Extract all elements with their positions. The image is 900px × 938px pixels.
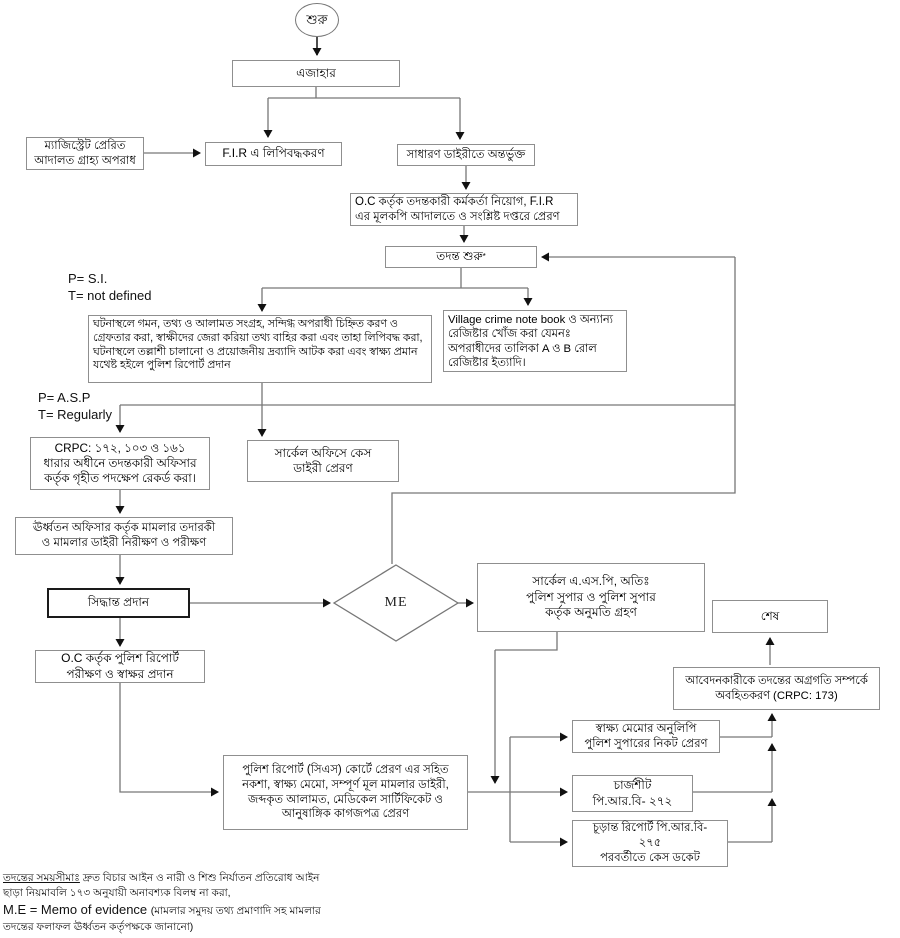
- label-p-si: P= S.I. T= not defined: [68, 271, 152, 303]
- node-ejahar-label: এজাহার: [296, 65, 336, 80]
- node-circle-asp-approval-label: সার্কেল এ.এস.পি, অতিঃ পুলিশ সুপার ও পুলি…: [526, 574, 656, 620]
- node-police-report-court-label: পুলিশ রিপোর্ট (সিএস) কোর্টে প্রেরণ এর সহ…: [242, 764, 449, 821]
- label-p-asp: P= A.S.P T= Regularly: [38, 390, 113, 422]
- footnote-line-1-text: দ্রুত বিচার আইন ও নারী ও শিশু নির্যাতন প…: [79, 872, 320, 884]
- node-oc-assign: O.C কর্তৃক তদন্তকারী কর্মকর্তা নিয়োগ, F…: [350, 193, 578, 226]
- node-end: শেষ: [712, 600, 828, 633]
- node-me-label: ME: [384, 595, 408, 610]
- node-memo-copy-sp: স্বাক্ষ্য মেমোর অনুলিপি পুলিশ সুপারের নি…: [572, 720, 720, 753]
- node-final-report-label: চূড়ান্ত রিপোর্ট পি.আর.বি- ২৭৫ পরবর্তীতে…: [592, 822, 708, 864]
- node-superior-supervision-label: ঊর্ধ্বতন অফিসার কর্তৃক মামলার তদারকী ও ম…: [32, 522, 216, 549]
- node-fir-entry: F.I.R এ লিপিবদ্ধকরণ: [205, 142, 342, 166]
- node-police-report-court: পুলিশ রিপোর্ট (সিএস) কোর্টে প্রেরণ এর সহ…: [223, 755, 468, 830]
- node-general-diary: সাধারণ ডাইরীতে অন্তর্ভুক্ত: [397, 144, 535, 166]
- node-decision-label: সিদ্ধান্ত প্রদান: [87, 595, 150, 610]
- node-ejahar: এজাহার: [232, 60, 400, 87]
- node-village-crime-book: Village crime note book ও অন্যান্য রেজিষ…: [443, 310, 627, 372]
- node-final-report: চূড়ান্ত রিপোর্ট পি.আর.বি- ২৭৫ পরবর্তীতে…: [572, 820, 728, 867]
- me-definition: M.E = Memo of evidence: [3, 902, 151, 918]
- node-memo-copy-sp-label: স্বাক্ষ্য মেমোর অনুলিপি পুলিশ সুপারের নি…: [584, 722, 708, 750]
- footnote-marker: *: [482, 251, 486, 261]
- node-chargesheet: চার্জশীট পি.আর.বি- ২৭২: [572, 775, 693, 812]
- node-village-crime-book-label: Village crime note book ও অন্যান্য রেজিষ…: [448, 314, 613, 370]
- node-inform-complainant-label: আবেদনকারীকে তদন্তের অগ্রগতি সম্পর্কে অবহ…: [685, 675, 868, 702]
- node-oc-police-report: O.C কর্তৃক পুলিশ রিপোর্ট পরীক্ষণ ও স্বাক…: [35, 650, 205, 683]
- node-crpc-record: CRPC: ১৭২, ১০৩ ও ১৬১ ধারার অধীনে তদন্তকা…: [30, 437, 210, 490]
- node-inform-complainant: আবেদনকারীকে তদন্তের অগ্রগতি সম্পর্কে অবহ…: [673, 667, 880, 710]
- node-investigation-start: তদন্ত শুরু*: [385, 246, 537, 268]
- node-investigation-actions: ঘটনাস্থলে গমন, তথ্য ও আলামত সংগ্রহ, সন্দ…: [88, 315, 432, 383]
- footnote-line-4: তদন্তের ফলাফল ঊর্ধ্বতন কর্তৃপক্ষকে জানান…: [3, 921, 194, 934]
- node-oc-assign-label: O.C কর্তৃক তদন্তকারী কর্মকর্তা নিয়োগ, F…: [355, 195, 560, 223]
- node-circle-office-cd: সার্কেল অফিসে কেস ডাইরী প্রেরণ: [247, 440, 399, 482]
- node-start-label: শুরু: [306, 11, 328, 27]
- node-investigation-actions-label: ঘটনাস্থলে গমন, তথ্য ও আলামত সংগ্রহ, সন্দ…: [93, 318, 423, 372]
- node-end-label: শেষ: [760, 608, 780, 623]
- node-start: শুরু: [295, 3, 339, 37]
- footnote-term: তদন্তের সময়সীমাঃ: [3, 872, 80, 884]
- footnotes: তদন্তের সময়সীমাঃ দ্রুত বিচার আইন ও নারী…: [3, 871, 463, 936]
- footnote-line-3-text: (মামলার সমুদয় তথ্য প্রমাণাদি সহ মামলার: [150, 905, 321, 918]
- node-gd-label: সাধারণ ডাইরীতে অন্তর্ভুক্ত: [406, 148, 526, 161]
- node-crpc-record-label: CRPC: ১৭২, ১০৩ ও ১৬১ ধারার অধীনে তদন্তকা…: [43, 440, 197, 486]
- node-investigation-start-label: তদন্ত শুরু: [436, 249, 483, 264]
- node-fir-label: F.I.R এ লিপিবদ্ধকরণ: [222, 146, 325, 161]
- footnote-line-3: M.E = Memo of evidence (মামলার সমুদয় তথ…: [3, 901, 463, 920]
- node-circle-asp-approval: সার্কেল এ.এস.পি, অতিঃ পুলিশ সুপার ও পুলি…: [477, 563, 705, 632]
- node-oc-police-report-label: O.C কর্তৃক পুলিশ রিপোর্ট পরীক্ষণ ও স্বাক…: [61, 651, 179, 681]
- node-superior-supervision: ঊর্ধ্বতন অফিসার কর্তৃক মামলার তদারকী ও ম…: [15, 517, 233, 555]
- node-magistrate-case: ম্যাজিস্ট্রেট প্রেরিত আদালত গ্রাহ্য অপরা…: [26, 137, 144, 170]
- node-me-diamond: ME: [366, 588, 426, 618]
- node-circle-office-cd-label: সার্কেল অফিসে কেস ডাইরী প্রেরণ: [274, 445, 372, 475]
- node-chargesheet-label: চার্জশীট পি.আর.বি- ২৭২: [592, 778, 673, 808]
- node-decision: সিদ্ধান্ত প্রদান: [47, 588, 190, 618]
- node-magistrate-label: ম্যাজিস্ট্রেট প্রেরিত আদালত গ্রাহ্য অপরা…: [34, 139, 136, 167]
- footnote-line-1: তদন্তের সময়সীমাঃ দ্রুত বিচার আইন ও নারী…: [3, 871, 463, 886]
- footnote-line-2: ছাড়া নিয়মাবলি ১৭৩ অনুযায়ী অনাবশ্যক বি…: [3, 887, 231, 900]
